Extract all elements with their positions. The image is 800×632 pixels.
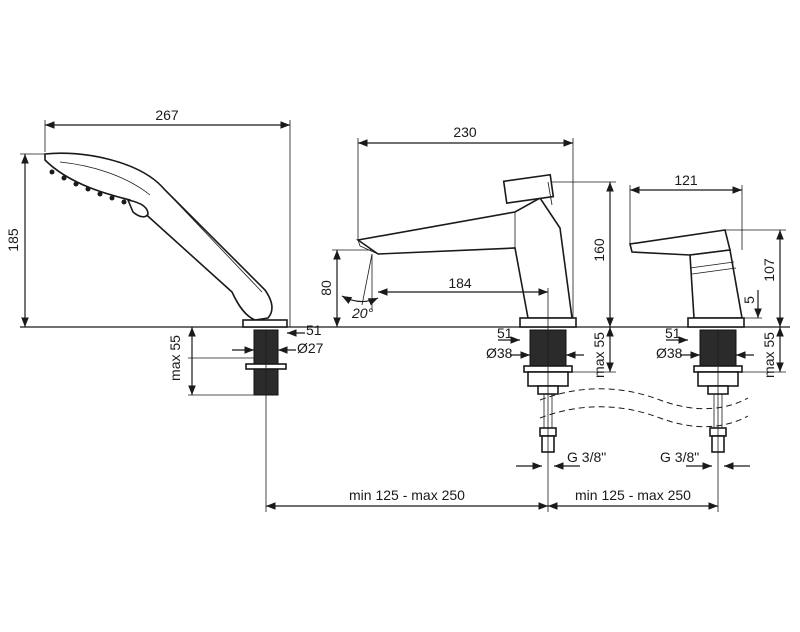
spout-max-depth-label: max 55 xyxy=(591,332,607,378)
spout-connection-label: G 3/8" xyxy=(567,449,606,465)
spout-outlet-height-label: 80 xyxy=(318,280,334,296)
spout-length-label: 230 xyxy=(453,124,477,140)
mixer-max-depth-label: max 55 xyxy=(761,332,777,378)
spout-diameter-label: Ø38 xyxy=(486,345,513,361)
mixer-body xyxy=(689,249,743,319)
spray-nozzles xyxy=(49,169,127,205)
mixer-flange-label: 51 xyxy=(665,325,681,341)
handshower-width-label: 267 xyxy=(155,107,179,123)
handshower-body xyxy=(44,152,273,321)
spout-reach-label: 184 xyxy=(448,275,472,291)
mixer xyxy=(629,229,745,512)
spacing-right-label: min 125 - max 250 xyxy=(575,487,691,503)
spout-arm xyxy=(355,196,573,319)
hose-break-wave xyxy=(539,388,749,410)
handshower-flange-label: 51 xyxy=(306,322,322,338)
handshower-max-depth-label: max 55 xyxy=(167,335,183,381)
spout-height-label: 160 xyxy=(591,238,607,262)
spacing-left-label: min 125 - max 250 xyxy=(349,487,465,503)
spout-angle-label: 20° xyxy=(351,305,374,321)
spout-flange-label: 51 xyxy=(497,325,513,341)
spout xyxy=(355,173,577,512)
spout-lever xyxy=(502,173,555,204)
mixer-height-label: 107 xyxy=(761,258,777,282)
handshower xyxy=(44,152,288,512)
handshower-diameter-label: Ø27 xyxy=(297,340,324,356)
handshower-height-label: 185 xyxy=(5,228,21,252)
mixer-connection-label: G 3/8" xyxy=(660,449,699,465)
mixer-diameter-label: Ø38 xyxy=(656,345,683,361)
mixer-length-label: 121 xyxy=(674,172,698,188)
mixer-clearance-label: 5 xyxy=(741,296,757,304)
